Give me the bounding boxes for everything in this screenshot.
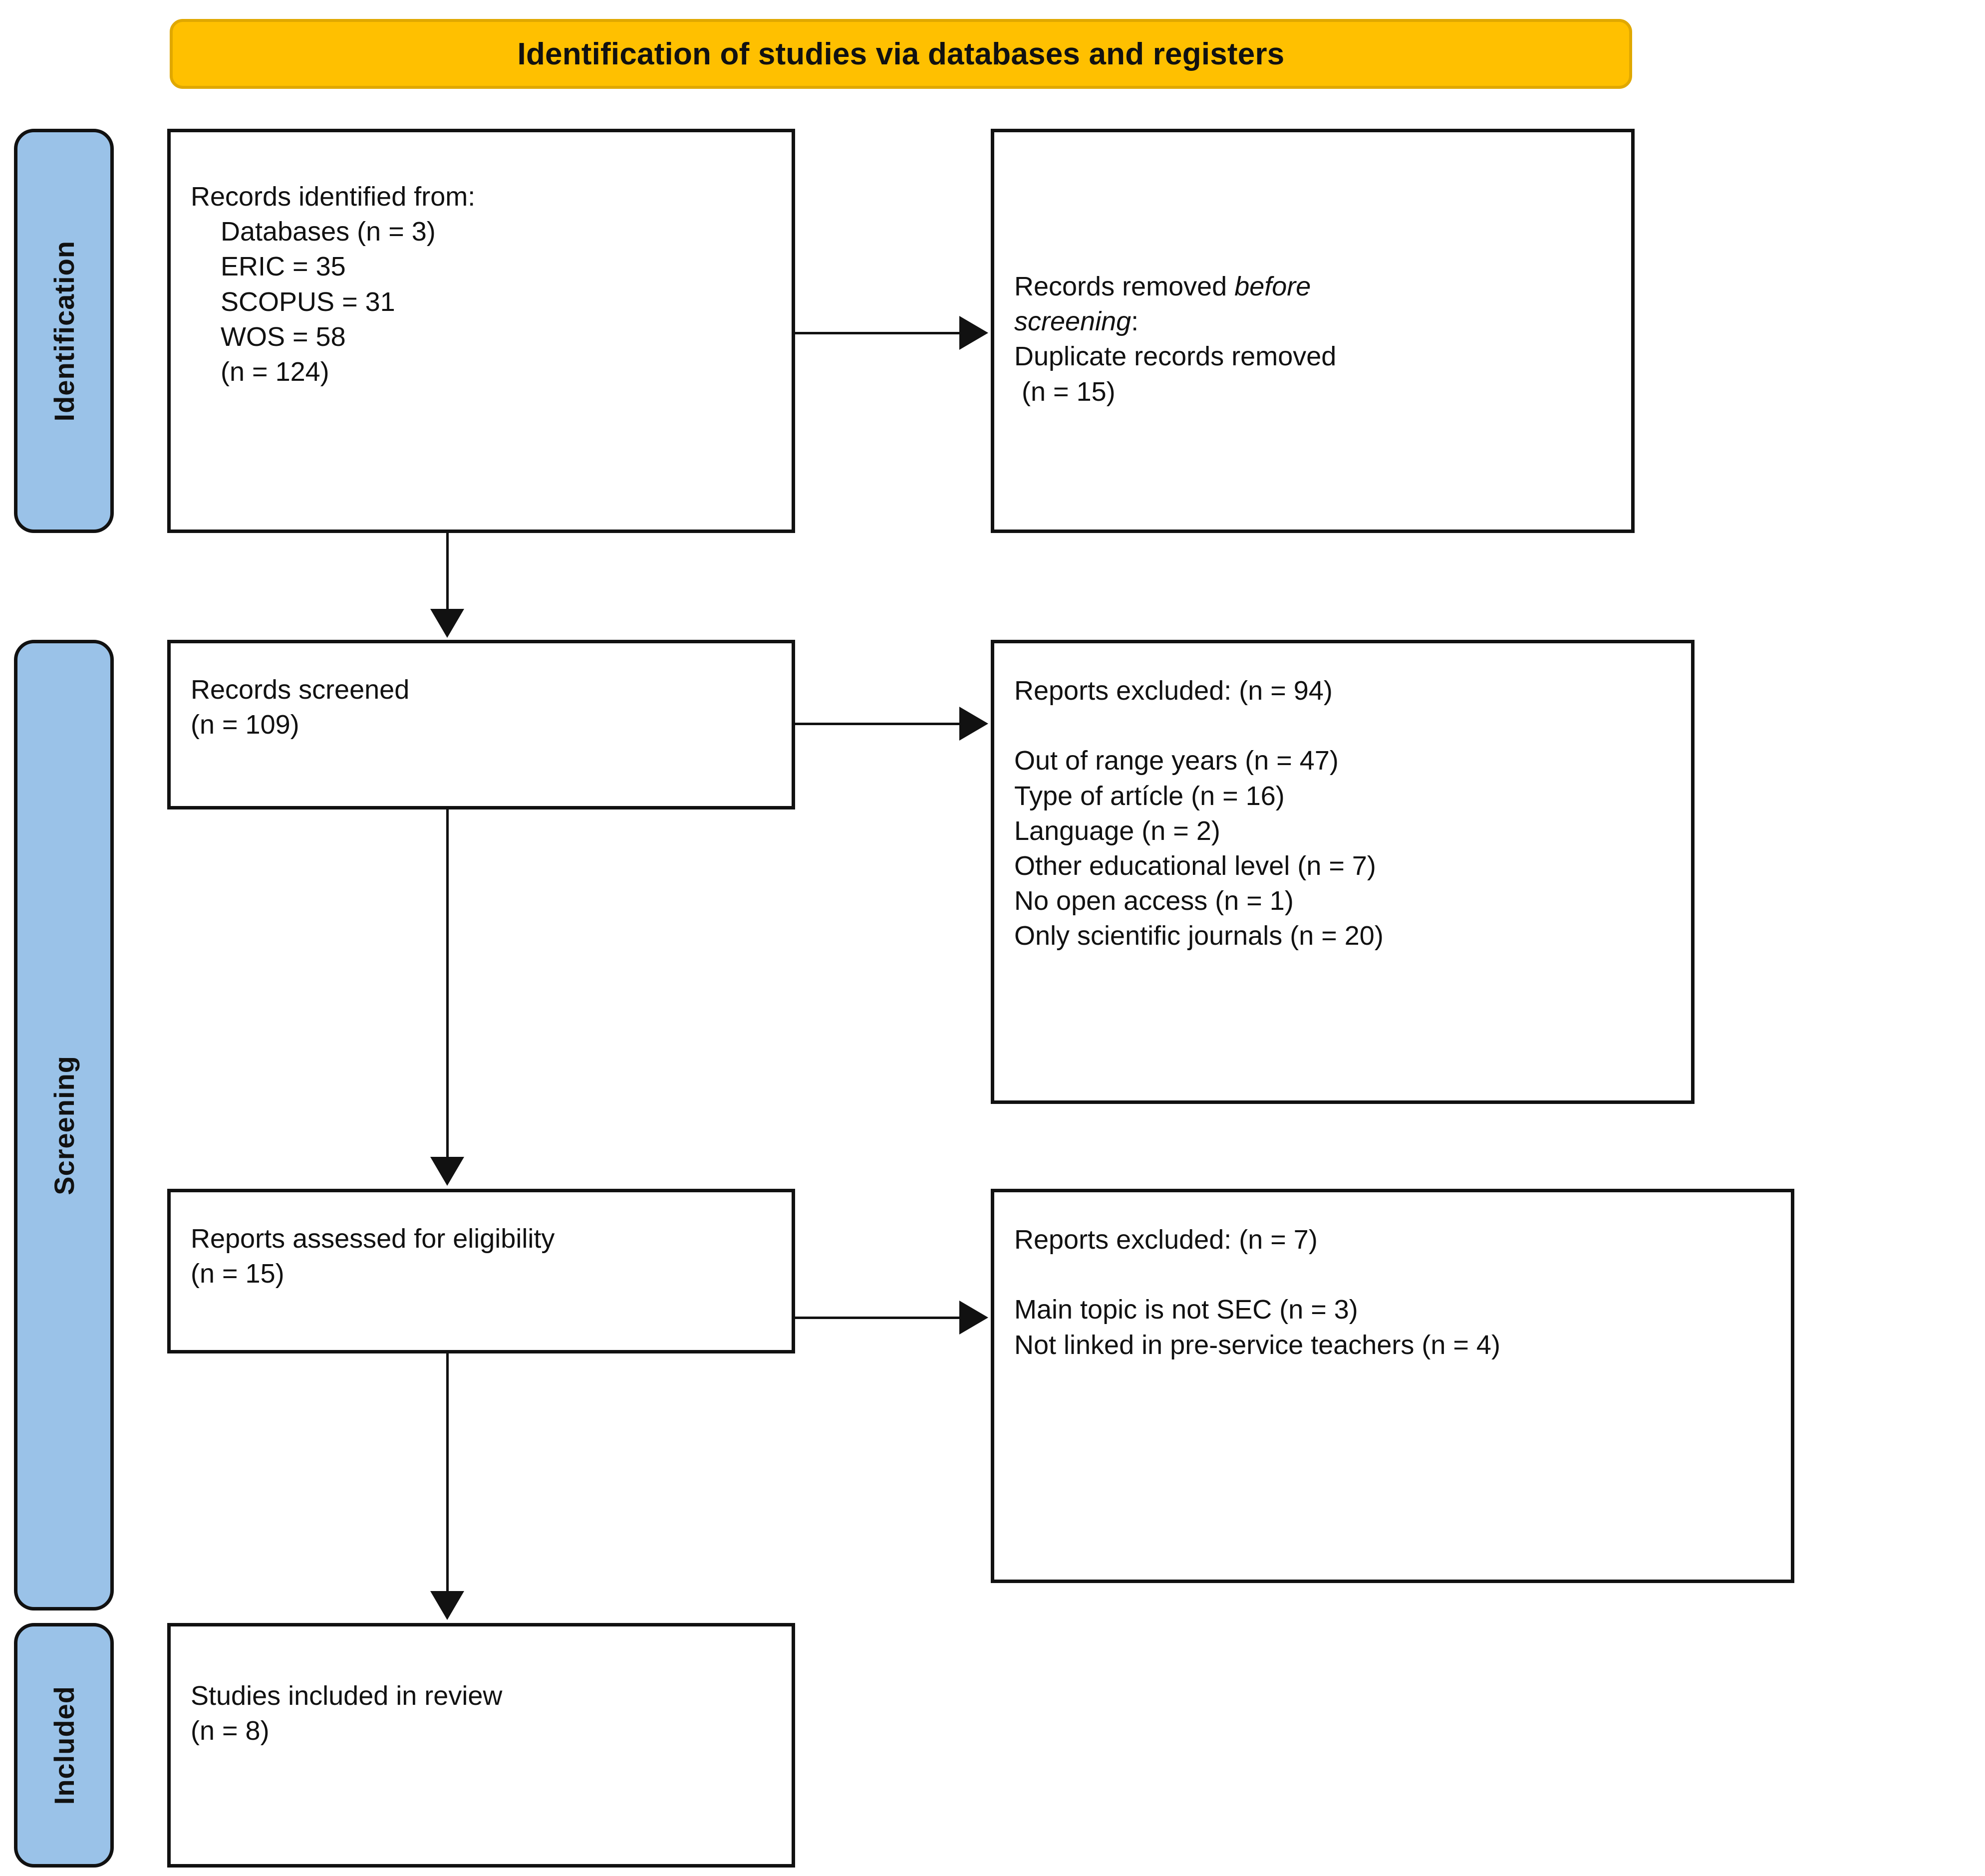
box-studies-included: Studies included in review (n = 8) — [167, 1623, 795, 1868]
connector-eligibility-to-excluded2-arrowhead-icon — [959, 1301, 988, 1335]
connector-identified-to-removed-arrowhead-icon — [959, 316, 988, 350]
box-reports-assessed-eligibility-text: Reports assessed for eligibility (n = 15… — [191, 1224, 555, 1289]
records-removed-screening-emphasis: screening — [1014, 306, 1132, 337]
box-records-removed: Records removed before screening: Duplicat… — [991, 129, 1635, 533]
diagram-banner: Identification of studies via databases … — [170, 19, 1632, 89]
stage-label-identification: Identification — [14, 129, 114, 533]
box-records-identified-text: Records identified from: Databases (n = … — [191, 182, 476, 387]
box-records-screened-text: Records screened (n = 109) — [191, 675, 410, 740]
stage-label-included-text: Included — [48, 1685, 80, 1805]
records-removed-before-emphasis: before — [1234, 271, 1311, 301]
box-records-screened: Records screened (n = 109) — [167, 640, 795, 809]
connector-eligibility-to-included-line — [446, 1353, 449, 1593]
box-studies-included-text: Studies included in review (n = 8) — [191, 1681, 503, 1746]
box-reports-excluded-screening: Reports excluded: (n = 94) Out of range … — [991, 640, 1695, 1104]
stage-label-screening-text: Screening — [48, 1055, 80, 1195]
connector-identified-to-removed-line — [795, 332, 961, 334]
records-removed-colon: : — [1131, 306, 1139, 337]
box-reports-excluded-eligibility: Reports excluded: (n = 7) Main topic is … — [991, 1189, 1794, 1583]
connector-screened-to-excluded-arrowhead-icon — [959, 707, 988, 741]
stage-label-screening: Screening — [14, 640, 114, 1610]
box-reports-excluded-eligibility-text: Reports excluded: (n = 7) Main topic is … — [1014, 1225, 1500, 1360]
records-removed-line3: Duplicate records removed — [1014, 341, 1337, 372]
box-reports-assessed-eligibility: Reports assessed for eligibility (n = 15… — [167, 1189, 795, 1353]
box-records-identified: Records identified from: Databases (n = … — [167, 129, 795, 533]
connector-eligibility-to-excluded2-line — [795, 1317, 961, 1319]
banner-title: Identification of studies via databases … — [517, 36, 1285, 71]
records-removed-line1: Records removed — [1014, 271, 1235, 301]
connector-screened-to-excluded-line — [795, 723, 961, 725]
connector-eligibility-to-included-arrowhead-icon — [430, 1591, 464, 1620]
stage-label-identification-text: Identification — [48, 240, 80, 422]
box-reports-excluded-screening-text: Reports excluded: (n = 94) Out of range … — [1014, 676, 1384, 951]
connector-identified-to-screened-arrowhead-icon — [430, 609, 464, 638]
stage-label-included: Included — [14, 1623, 114, 1868]
records-removed-line4: (n = 15) — [1014, 376, 1116, 407]
connector-screened-to-eligibility-arrowhead-icon — [430, 1157, 464, 1186]
box-records-removed-text: Records removed before screening: Duplicat… — [1014, 149, 1611, 409]
connector-screened-to-eligibility-line — [446, 809, 449, 1159]
connector-identified-to-screened-line — [446, 533, 449, 612]
